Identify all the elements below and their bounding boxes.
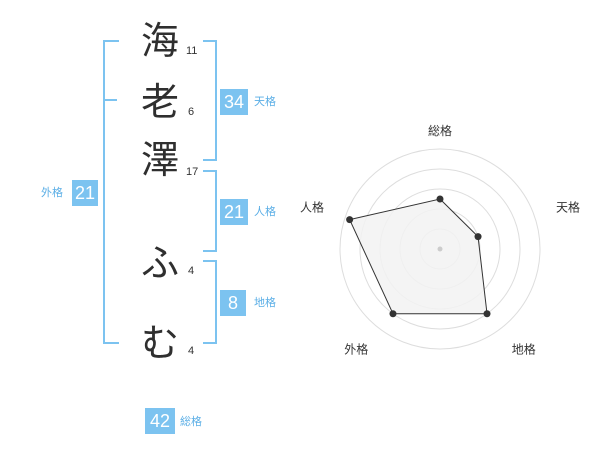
radar-axis-label-3: 地格 <box>512 342 536 357</box>
radar-point-3 <box>483 310 491 318</box>
chikaku-value: 8 <box>220 290 246 316</box>
radar-point-4 <box>389 310 397 318</box>
stroke-count-3: 17 <box>186 166 199 178</box>
tenkaku-label: 天格 <box>254 95 276 108</box>
stroke-count-2: 6 <box>188 106 195 118</box>
chikaku-bracket <box>203 260 217 344</box>
name-char-4: ふ <box>140 241 179 285</box>
tenkaku-bracket <box>203 40 217 161</box>
gaikaku-bracket <box>103 40 119 344</box>
tenkaku-value: 34 <box>220 89 248 115</box>
gaikaku-bracket-tick <box>103 99 117 101</box>
stroke-count-4: 4 <box>188 265 195 277</box>
soukaku-label: 総格 <box>180 415 202 428</box>
radar-ring <box>359 168 521 330</box>
name-char-3: 澤 <box>140 138 179 182</box>
name-char-2: 老 <box>140 80 179 124</box>
stroke-count-5: 4 <box>188 345 195 357</box>
radar-point-5 <box>346 216 354 224</box>
jinkaku-label: 人格 <box>254 205 276 218</box>
stroke-count-1: 11 <box>186 45 198 57</box>
soukaku-value: 42 <box>145 408 175 434</box>
radar-center <box>437 246 443 252</box>
gaikaku-label: 外格 <box>41 186 63 199</box>
radar-axis-label-5: 人格 <box>300 199 324 214</box>
radar-point-1 <box>436 195 444 203</box>
jinkaku-value: 21 <box>220 199 248 225</box>
radar-polygon <box>348 198 488 315</box>
name-char-1: 海 <box>140 19 179 63</box>
chikaku-label: 地格 <box>254 296 276 309</box>
gaikaku-value: 21 <box>72 180 98 206</box>
radar-axis-label-2: 天格 <box>556 199 580 214</box>
radar-axis-label-1: 総格 <box>428 123 452 138</box>
radar-axis-label-4: 外格 <box>344 342 368 357</box>
name-char-5: む <box>140 321 179 365</box>
jinkaku-bracket <box>203 170 217 252</box>
radar-point-2 <box>474 233 482 241</box>
